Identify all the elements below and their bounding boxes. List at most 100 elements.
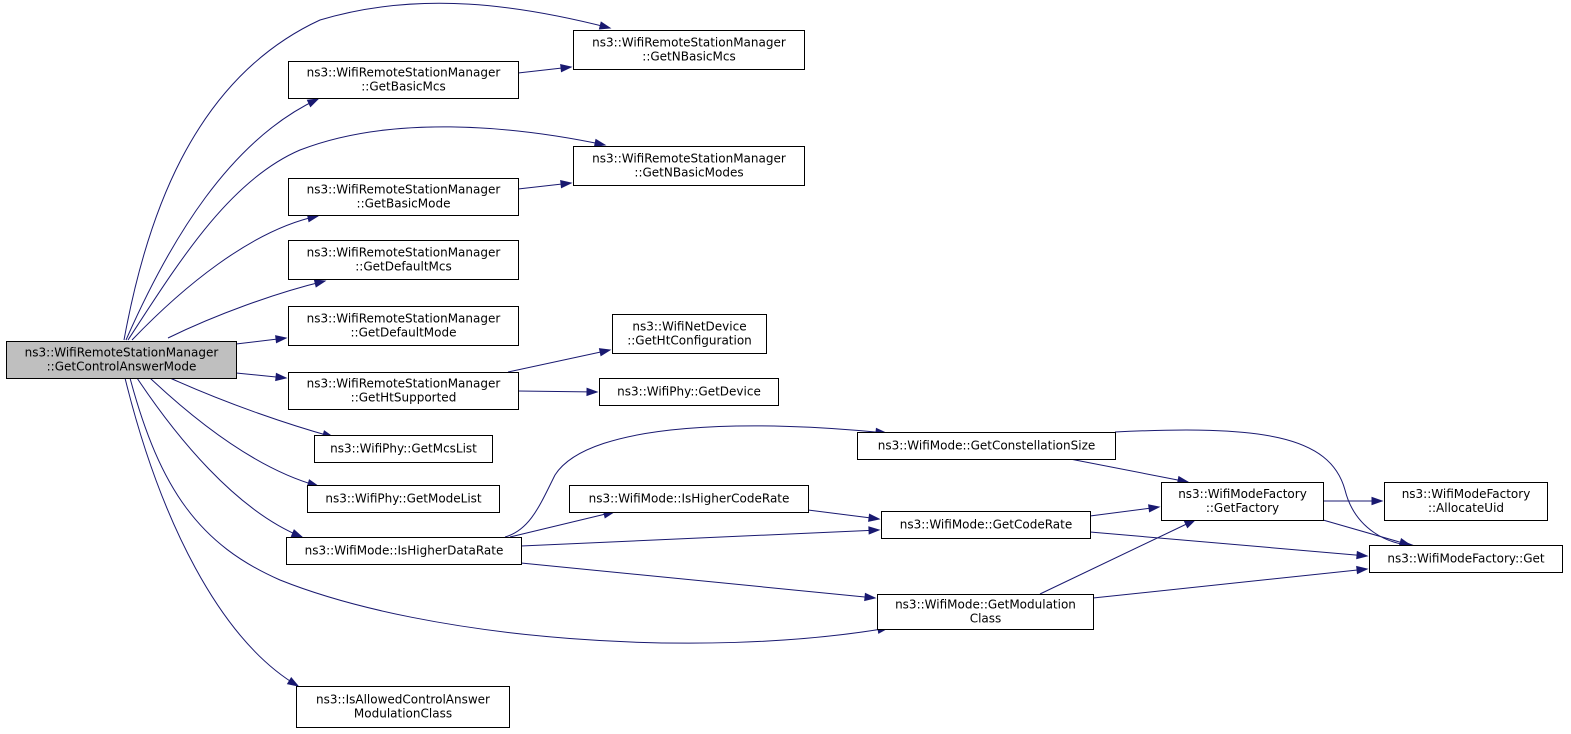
arrowhead bbox=[864, 592, 877, 602]
edge-line bbox=[507, 349, 611, 373]
edge-root-to-is-higher-data-rate bbox=[136, 377, 304, 538]
node-box bbox=[288, 61, 519, 99]
edge-line bbox=[123, 2, 611, 341]
node-label: ::GetBasicMode bbox=[357, 197, 451, 211]
node-box bbox=[612, 314, 767, 354]
node-label: ::GetHtSupported bbox=[351, 391, 457, 405]
node-box bbox=[288, 372, 519, 410]
arrowhead bbox=[275, 372, 288, 382]
node-get-mcs-list[interactable]: ns3::WifiPhy::GetMcsList bbox=[314, 435, 493, 463]
edge-get-ht-supported-to-get-ht-configuration bbox=[507, 348, 612, 373]
node-label: ns3::WifiMode::GetCodeRate bbox=[900, 518, 1072, 532]
edge-get-factory-to-factory-get bbox=[1322, 519, 1412, 547]
node-box bbox=[857, 432, 1116, 460]
node-box bbox=[573, 30, 805, 70]
node-root[interactable]: ns3::WifiRemoteStationManager::GetContro… bbox=[6, 341, 237, 379]
arrowhead bbox=[306, 98, 320, 108]
edge-line bbox=[136, 377, 303, 538]
node-box bbox=[6, 341, 237, 379]
arrowhead bbox=[868, 513, 881, 522]
edge-get-code-rate-to-factory-get bbox=[1089, 531, 1369, 560]
node-label: ::GetDefaultMcs bbox=[355, 260, 452, 274]
edge-line bbox=[517, 390, 598, 393]
arrowhead bbox=[275, 335, 288, 344]
node-label: ns3::WifiModeFactory::Get bbox=[1387, 552, 1544, 566]
edge-line bbox=[167, 280, 326, 339]
edge-line bbox=[1322, 519, 1411, 546]
edge-root-to-get-default-mode bbox=[235, 335, 288, 345]
node-get-basic-mode[interactable]: ns3::WifiRemoteStationManager::GetBasicM… bbox=[288, 178, 519, 216]
node-label: ::GetFactory bbox=[1206, 501, 1279, 515]
edge-line bbox=[520, 562, 876, 599]
node-get-code-rate[interactable]: ns3::WifiMode::GetCodeRate bbox=[881, 511, 1091, 539]
node-get-device[interactable]: ns3::WifiPhy::GetDevice bbox=[599, 378, 779, 406]
node-label: ns3::WifiPhy::GetDevice bbox=[617, 385, 761, 399]
arrowhead bbox=[593, 138, 607, 147]
edge-root-to-is-allowed-control-answer bbox=[124, 377, 300, 687]
node-get-default-mcs[interactable]: ns3::WifiRemoteStationManager::GetDefaul… bbox=[288, 240, 519, 280]
edge-get-ht-supported-to-get-device bbox=[517, 387, 599, 397]
node-get-mode-list[interactable]: ns3::WifiPhy::GetModeList bbox=[307, 485, 500, 513]
node-get-n-basic-mcs[interactable]: ns3::WifiRemoteStationManager::GetNBasic… bbox=[573, 30, 805, 70]
node-is-allowed-control-answer[interactable]: ns3::IsAllowedControlAnswerModulationCla… bbox=[296, 686, 510, 728]
node-box bbox=[599, 378, 779, 406]
arrowhead bbox=[1356, 565, 1369, 575]
node-get-n-basic-modes[interactable]: ns3::WifiRemoteStationManager::GetNBasic… bbox=[573, 146, 805, 186]
node-label: ns3::WifiMode::IsHigherDataRate bbox=[305, 544, 504, 558]
node-label: ns3::WifiModeFactory bbox=[1402, 487, 1531, 501]
node-get-ht-configuration[interactable]: ns3::WifiNetDevice::GetHtConfiguration bbox=[612, 314, 767, 354]
node-label: ns3::WifiPhy::GetModeList bbox=[325, 492, 482, 506]
node-label: ::GetNBasicMcs bbox=[642, 50, 735, 64]
node-is-higher-data-rate[interactable]: ns3::WifiMode::IsHigherDataRate bbox=[286, 537, 522, 565]
edge-root-to-get-ht-supported bbox=[235, 372, 288, 382]
edge-line bbox=[129, 377, 889, 644]
node-is-higher-code-rate[interactable]: ns3::WifiMode::IsHigherCodeRate bbox=[569, 485, 809, 513]
node-label: ns3::WifiRemoteStationManager bbox=[592, 36, 786, 50]
nodes: ns3::WifiRemoteStationManager::GetContro… bbox=[6, 30, 1563, 728]
node-box bbox=[314, 435, 493, 463]
node-label: ns3::WifiRemoteStationManager bbox=[307, 66, 501, 80]
node-label: ::GetHtConfiguration bbox=[627, 334, 752, 348]
edge-root-to-get-basic-mcs bbox=[125, 98, 320, 341]
node-box bbox=[1161, 482, 1324, 521]
node-label: ns3::WifiModeFactory bbox=[1178, 487, 1307, 501]
edge-root-to-get-n-basic-mcs bbox=[123, 2, 612, 341]
node-label: ns3::WifiRemoteStationManager bbox=[307, 183, 501, 197]
node-label: ns3::WifiRemoteStationManager bbox=[307, 312, 501, 326]
node-label: ns3::WifiMode::IsHigherCodeRate bbox=[589, 492, 790, 506]
edge-line bbox=[1089, 531, 1368, 557]
node-box bbox=[288, 240, 519, 280]
node-get-factory[interactable]: ns3::WifiModeFactory::GetFactory bbox=[1161, 482, 1324, 521]
node-label: ns3::WifiRemoteStationManager bbox=[307, 377, 501, 391]
node-label: ns3::WifiMode::GetConstellationSize bbox=[878, 439, 1096, 453]
node-get-ht-supported[interactable]: ns3::WifiRemoteStationManager::GetHtSupp… bbox=[288, 372, 519, 410]
edge-get-basic-mcs-to-get-n-basic-mcs bbox=[517, 64, 573, 74]
node-box bbox=[573, 146, 805, 186]
edge-is-higher-code-rate-to-get-code-rate bbox=[807, 509, 881, 522]
node-label: ::GetNBasicModes bbox=[634, 166, 743, 180]
edge-line bbox=[509, 511, 615, 538]
edge-line bbox=[131, 215, 319, 341]
node-factory-get[interactable]: ns3::WifiModeFactory::Get bbox=[1369, 545, 1563, 573]
node-label: ns3::WifiRemoteStationManager bbox=[25, 346, 219, 360]
arrowhead bbox=[1148, 504, 1161, 513]
node-get-basic-mcs[interactable]: ns3::WifiRemoteStationManager::GetBasicM… bbox=[288, 61, 519, 99]
arrowhead bbox=[1356, 550, 1369, 560]
node-label: Class bbox=[970, 612, 1002, 626]
edge-root-to-get-default-mcs bbox=[167, 279, 327, 339]
node-label: ns3::IsAllowedControlAnswer bbox=[316, 693, 490, 707]
node-allocate-uid[interactable]: ns3::WifiModeFactory::AllocateUid bbox=[1384, 482, 1548, 521]
node-label: ns3::WifiPhy::GetMcsList bbox=[330, 442, 477, 456]
edge-line bbox=[504, 425, 887, 538]
node-box bbox=[877, 594, 1094, 630]
edge-get-code-rate-to-get-factory bbox=[1089, 504, 1161, 517]
arrowhead bbox=[598, 348, 612, 357]
node-label: ns3::WifiMode::GetModulation bbox=[895, 598, 1076, 612]
node-box bbox=[881, 511, 1091, 539]
node-get-default-mode[interactable]: ns3::WifiRemoteStationManager::GetDefaul… bbox=[288, 306, 519, 346]
node-get-constellation-size[interactable]: ns3::WifiMode::GetConstellationSize bbox=[857, 432, 1116, 460]
arrowhead bbox=[1371, 496, 1384, 506]
edge-get-constellation-size-to-get-factory bbox=[1069, 458, 1190, 485]
